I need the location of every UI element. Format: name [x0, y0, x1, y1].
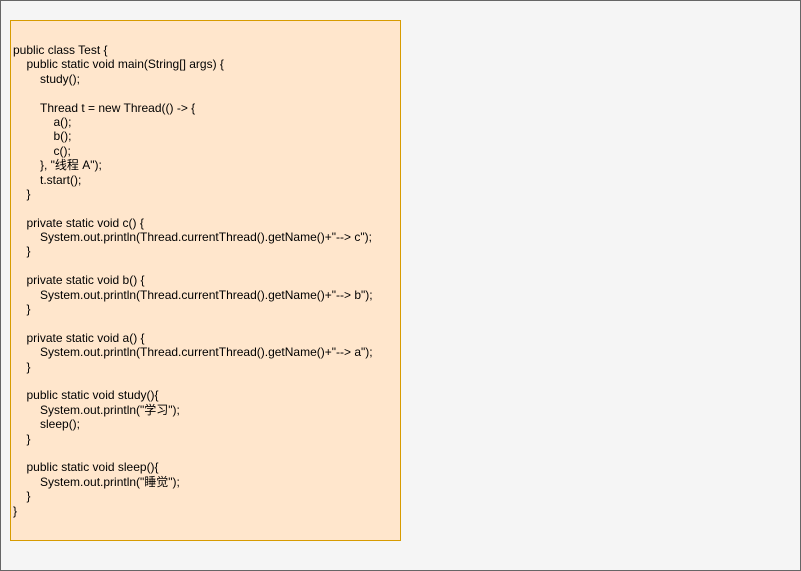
code-line: System.out.println("睡觉");	[40, 474, 180, 489]
code-line: }	[26, 244, 31, 259]
code-line: t.start();	[40, 172, 82, 187]
code-line: private static void a() {	[26, 330, 145, 345]
code-line: study();	[40, 71, 81, 86]
code-line: public static void main(String[] args) {	[26, 57, 224, 72]
code-line: Thread t = new Thread(() -> {	[40, 100, 196, 115]
code-line: public static void study(){	[26, 388, 159, 403]
code-line: private static void b() {	[26, 273, 145, 288]
code-line: sleep();	[40, 417, 81, 432]
code-line: public static void sleep(){	[26, 460, 159, 475]
code-line: a();	[53, 114, 72, 129]
code-line: }	[13, 503, 18, 518]
code-line: public class Test {	[13, 43, 108, 57]
code-line	[13, 316, 373, 330]
code-line: System.out.println(Thread.currentThread(…	[40, 345, 373, 360]
code-line: System.out.println("学习");	[40, 402, 180, 417]
code-line: }	[26, 186, 31, 201]
code-line: b();	[53, 129, 72, 144]
code-line	[13, 86, 373, 100]
code-line: }	[26, 431, 31, 446]
code-line: }	[26, 302, 31, 317]
code-line	[13, 374, 373, 388]
code-line: }	[26, 489, 31, 504]
code-line	[13, 259, 373, 273]
code-text: public class Test {public static void ma…	[13, 43, 373, 518]
code-line: }, "线程 A");	[40, 158, 102, 173]
code-line: c();	[53, 143, 71, 158]
code-line: }	[26, 359, 31, 374]
code-line: System.out.println(Thread.currentThread(…	[40, 287, 373, 302]
code-line: System.out.println(Thread.currentThread(…	[40, 230, 372, 245]
code-line	[13, 446, 373, 460]
code-line	[13, 201, 373, 215]
code-block-shape[interactable]: public class Test {public static void ma…	[10, 20, 401, 541]
code-line: private static void c() {	[26, 215, 144, 230]
